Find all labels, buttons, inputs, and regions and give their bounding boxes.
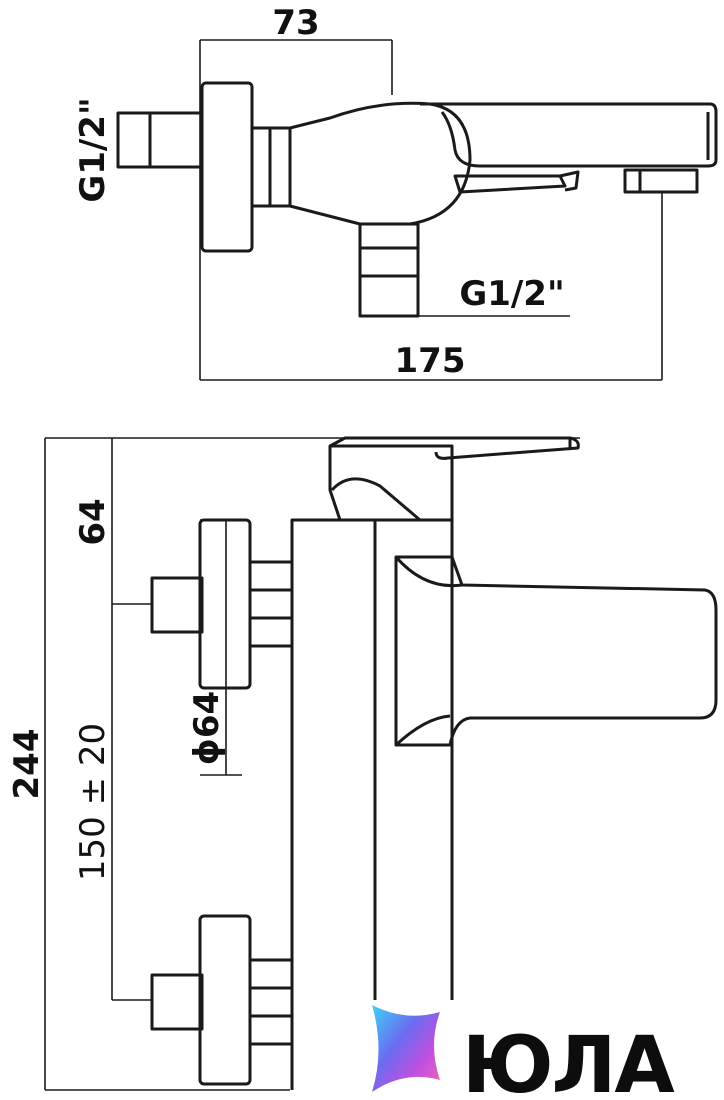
upper-nut: [248, 560, 294, 648]
thread-left-label: G1/2": [73, 97, 113, 202]
lever-handle: [329, 436, 580, 460]
top-wall-flange: [200, 81, 254, 253]
dim-244-label: 244: [7, 729, 47, 800]
top-spout: [420, 102, 718, 168]
dim-175-label: 175: [395, 341, 466, 381]
lower-nut: [248, 958, 294, 1046]
top-lever: [453, 174, 567, 194]
top-inlet-pipe: [116, 111, 204, 169]
logo-star-icon: [372, 1005, 440, 1092]
spout: [394, 555, 718, 747]
dim-73-label: 73: [272, 3, 319, 43]
lower-inlet-pipe: [150, 973, 204, 1031]
upper-wall-flange: [198, 518, 252, 690]
yula-logo: ЮЛА: [372, 1005, 676, 1100]
dim-64-label: 64: [73, 498, 113, 545]
top-body: [288, 101, 472, 226]
lower-wall-flange: [198, 914, 252, 1086]
dim-diameter-label: ϕ64: [187, 691, 227, 765]
top-bottom-inlet: [358, 222, 420, 318]
upper-inlet-pipe: [150, 576, 204, 634]
mixer-body: [290, 518, 454, 1090]
side-view: 244 64 150 ± 20 ϕ64: [7, 436, 718, 1091]
dim-150-label: 150 ± 20: [73, 723, 113, 881]
top-view: 73 G1/2" G1/2" 175: [73, 3, 718, 381]
top-outlet: [623, 168, 699, 194]
lever-base: [328, 444, 454, 522]
logo-text: ЮЛА: [462, 1021, 674, 1100]
thread-bottom-label: G1/2": [459, 274, 564, 314]
